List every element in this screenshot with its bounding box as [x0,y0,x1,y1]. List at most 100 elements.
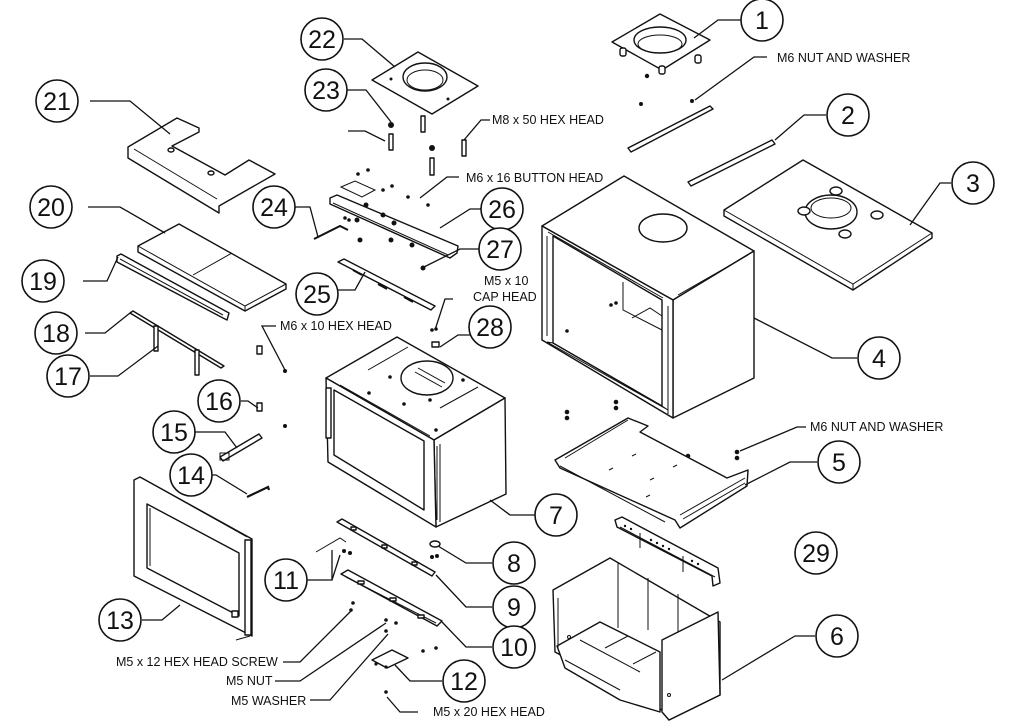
callout-13-number: 13 [106,607,134,635]
callout-12: 12 [442,659,486,703]
callout-5: 5 [817,440,861,484]
part-14-rod [246,485,271,498]
callout-7: 7 [534,493,578,537]
callout-12-number: 12 [450,668,478,696]
callout-4: 4 [857,336,901,380]
callout-18-number: 18 [42,320,70,348]
part-16-latch [256,345,287,428]
part-24-bracket [313,216,351,240]
callout-6: 6 [815,614,859,658]
callout-16-number: 16 [205,388,233,416]
part-12-plate [371,649,409,669]
callout-14-number: 14 [177,462,205,490]
callout-7-number: 7 [549,502,563,530]
part-15-spindle [219,433,263,462]
callout-2-number: 2 [841,102,855,130]
callout-28-number: 28 [476,314,504,342]
callout-28: 28 [468,305,512,349]
label-m6-nut-washer-mid: M6 NUT AND WASHER [810,420,943,434]
callout-1: 1 [740,0,784,42]
callout-20: 20 [29,185,73,229]
part-29-front-rail [614,516,721,587]
label-m6-nut-washer-top: M6 NUT AND WASHER [777,51,910,65]
part-3-top-plate [723,159,933,291]
part-20-baffle [137,223,287,312]
callout-9-number: 9 [507,594,521,622]
part-17-hooks [153,325,200,376]
label-m5-12-hex-screw: M5 x 12 HEX HEAD SCREW [116,655,278,669]
label-m5-10-cap-1: M5 x 10 [484,274,529,288]
callout-21: 21 [35,79,79,123]
callout-5-number: 5 [832,449,846,477]
callout-13: 13 [98,598,142,642]
label-m6-10-hex: M6 x 10 HEX HEAD [280,319,392,333]
callout-27: 27 [478,227,522,271]
callout-15-number: 15 [160,419,188,447]
callout-11-number: 11 [273,567,299,595]
callout-1-number: 1 [755,7,769,35]
part-6-firebox-liner [552,557,721,721]
callout-3: 3 [951,161,995,205]
part-11-bracket [315,537,352,555]
callout-22: 22 [300,17,344,61]
part-5-base-tray [554,417,749,529]
part-8-clip [429,540,441,559]
part-2-gasket-strip [687,139,776,187]
part-25-slotted-bar [337,258,436,311]
part-7-firebox-body [325,336,507,528]
part-10-rail [340,569,443,627]
callout-2: 2 [826,93,870,137]
callout-4-number: 4 [872,345,886,373]
gasket-strip-upper [627,105,714,153]
callout-10: 10 [492,625,536,669]
callout-26: 26 [480,187,524,231]
callout-17: 17 [46,354,90,398]
part-21-deflector [127,117,276,214]
callout-27-number: 27 [486,236,514,264]
callout-24-number: 24 [260,194,288,222]
callout-19-number: 19 [29,268,57,296]
callout-23-number: 23 [312,77,340,105]
callout-26-number: 26 [488,196,516,224]
callout-9: 9 [492,585,536,629]
callout-22-number: 22 [308,26,336,54]
label-m5-nut: M5 NUT [226,674,273,688]
callout-15: 15 [152,410,196,454]
callout-29-number: 29 [802,540,830,568]
label-m6-16-button: M6 x 16 BUTTON HEAD [466,171,603,185]
part-19-rail [116,253,230,321]
callout-20-number: 20 [37,194,65,222]
part-18-rod [129,310,225,369]
callout-19: 19 [21,259,65,303]
part-23-bolts [388,115,467,176]
callout-6-number: 6 [830,623,844,651]
label-m8-50-hex: M8 x 50 HEX HEAD [492,113,604,127]
part-9-rail [336,518,436,577]
callout-3-number: 3 [966,170,980,198]
callout-17-number: 17 [54,363,82,391]
callout-29: 29 [794,531,838,575]
callout-21-number: 21 [43,88,71,116]
callout-10-number: 10 [500,634,528,662]
callout-14: 14 [169,453,213,497]
callout-24: 24 [252,185,296,229]
callout-23: 23 [304,68,348,112]
callout-8: 8 [492,541,536,585]
label-m5-washer: M5 WASHER [231,694,306,708]
label-m5-10-cap-2: CAP HEAD [473,290,537,304]
callout-25-number: 25 [303,281,331,309]
part-22-collar-plate [371,51,479,115]
part-28-clamp [430,327,440,348]
part-26-plate [329,168,459,271]
callout-11: 11 [264,558,308,602]
callout-25: 25 [295,272,339,316]
part-1-flue-collar [611,13,711,106]
label-m5-20-hex: M5 x 20 HEX HEAD [433,705,545,719]
callout-16: 16 [197,379,241,423]
leader-lines [83,19,951,713]
callout-18: 18 [34,311,78,355]
callout-8-number: 8 [507,550,521,578]
part-13-door-frame [133,476,253,641]
part-4-outer-casing [541,175,755,419]
